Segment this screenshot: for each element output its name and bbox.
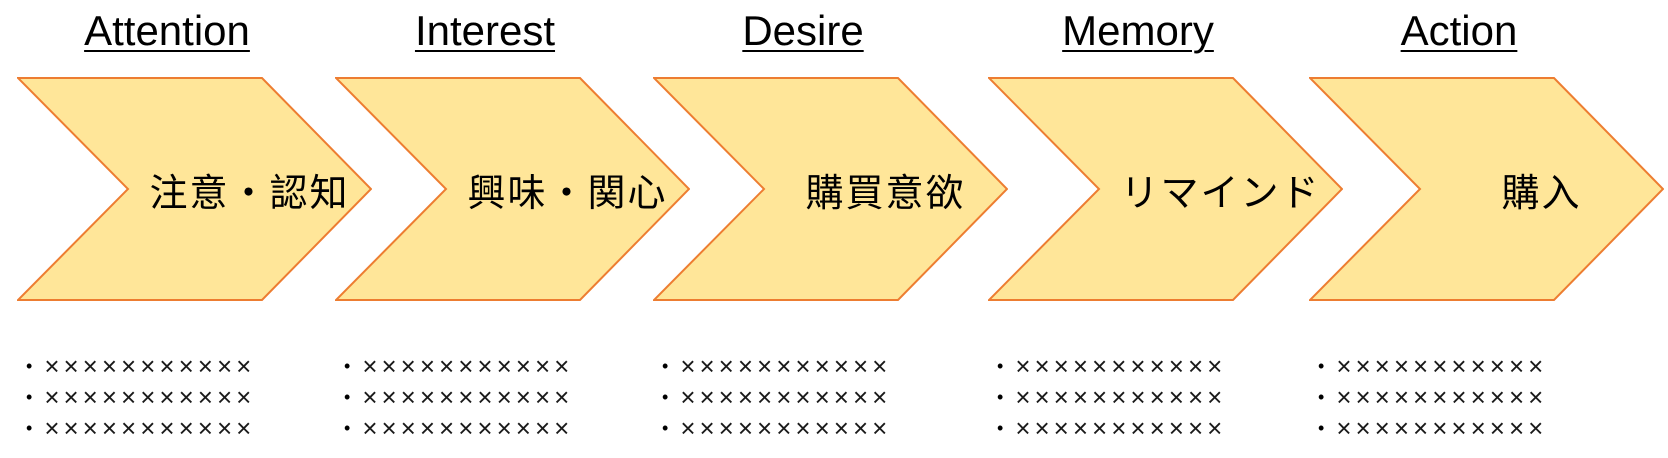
chevron-arrow-shape [988,77,1343,301]
bullet-icon: • [997,386,1004,407]
list-item: • ××××××××××× [344,350,573,381]
bullet-icon: • [1318,355,1325,376]
bullet-placeholder-text: ××××××××××× [1336,350,1548,381]
bullet-icon: • [662,417,669,438]
bullet-placeholder-text: ××××××××××× [680,381,892,412]
stage-label-memory-ja: リマインド [1120,172,1321,215]
bullet-placeholder-text: ××××××××××× [362,350,574,381]
bullet-placeholder-text: ××××××××××× [680,350,892,381]
bullet-placeholder-text: ××××××××××× [44,381,256,412]
list-item: • ××××××××××× [26,381,255,412]
bullet-icon: • [344,355,351,376]
bullet-placeholder-text: ××××××××××× [1336,381,1548,412]
bullet-placeholder-text: ××××××××××× [44,412,256,443]
bullet-list: • ××××××××××× • ××××××××××× • ××××××××××… [26,350,255,443]
list-item: • ××××××××××× [1318,381,1547,412]
list-item: • ××××××××××× [997,381,1226,412]
chevron-arrow-shape [335,77,690,301]
list-item: • ××××××××××× [1318,350,1547,381]
chevron-polygon [653,77,1008,301]
bullet-placeholder-text: ××××××××××× [44,350,256,381]
chevron-polygon [335,77,690,301]
stage-memory: Memory リマインド • ××××××××××× • ×××××××××××… [988,0,1343,458]
stage-title-attention: Attention [84,7,250,54]
bullet-icon: • [1318,386,1325,407]
stage-label-attention-ja: 注意・認知 [149,172,350,215]
list-item: • ××××××××××× [662,350,891,381]
bullet-icon: • [997,355,1004,376]
bullet-icon: • [1318,417,1325,438]
bullet-icon: • [662,386,669,407]
stage-desire: Desire 購買意欲 • ××××××××××× • ××××××××××× … [653,0,1008,458]
stage-label-action-ja: 購入 [1501,172,1582,215]
list-item: • ××××××××××× [344,381,573,412]
bullet-placeholder-text: ××××××××××× [1015,412,1227,443]
stage-interest: Interest 興味・関心 • ××××××××××× • ×××××××××… [335,0,690,458]
stage-attention: Attention 注意・認知 • ××××××××××× • ××××××××… [17,0,372,458]
stage-label-interest-ja: 興味・関心 [467,172,668,215]
bullet-icon: • [26,417,33,438]
bullet-placeholder-text: ××××××××××× [680,412,892,443]
bullet-icon: • [662,355,669,376]
stage-label-desire-ja: 購買意欲 [805,172,966,215]
bullet-placeholder-text: ××××××××××× [1336,412,1548,443]
chevron-polygon [17,77,372,301]
stage-action: Action 購入 • ××××××××××× • ××××××××××× • … [1309,0,1664,458]
bullet-list: • ××××××××××× • ××××××××××× • ××××××××××… [662,350,891,443]
bullet-placeholder-text: ××××××××××× [1015,381,1227,412]
list-item: • ××××××××××× [26,412,255,443]
list-item: • ××××××××××× [344,412,573,443]
stage-title-action: Action [1400,7,1518,54]
bullet-icon: • [997,417,1004,438]
list-item: • ××××××××××× [997,350,1226,381]
bullet-placeholder-text: ××××××××××× [362,381,574,412]
chevron-arrow-shape [653,77,1008,301]
chevron-arrow-shape [17,77,372,301]
bullet-placeholder-text: ××××××××××× [362,412,574,443]
bullet-list: • ××××××××××× • ××××××××××× • ××××××××××… [1318,350,1547,443]
list-item: • ××××××××××× [662,381,891,412]
chevron-arrow-shape [1309,77,1664,301]
list-item: • ××××××××××× [997,412,1226,443]
bullet-icon: • [344,386,351,407]
stage-title-interest: Interest [414,7,556,54]
list-item: • ××××××××××× [662,412,891,443]
bullet-placeholder-text: ××××××××××× [1015,350,1227,381]
bullet-icon: • [344,417,351,438]
bullet-icon: • [26,386,33,407]
stage-title-desire: Desire [742,7,864,54]
list-item: • ××××××××××× [1318,412,1547,443]
list-item: • ××××××××××× [26,350,255,381]
bullet-list: • ××××××××××× • ××××××××××× • ××××××××××… [997,350,1226,443]
bullet-icon: • [26,355,33,376]
chevron-polygon [1309,77,1664,301]
chevron-polygon [988,77,1343,301]
bullet-list: • ××××××××××× • ××××××××××× • ××××××××××… [344,350,573,443]
stage-title-memory: Memory [1062,7,1214,54]
